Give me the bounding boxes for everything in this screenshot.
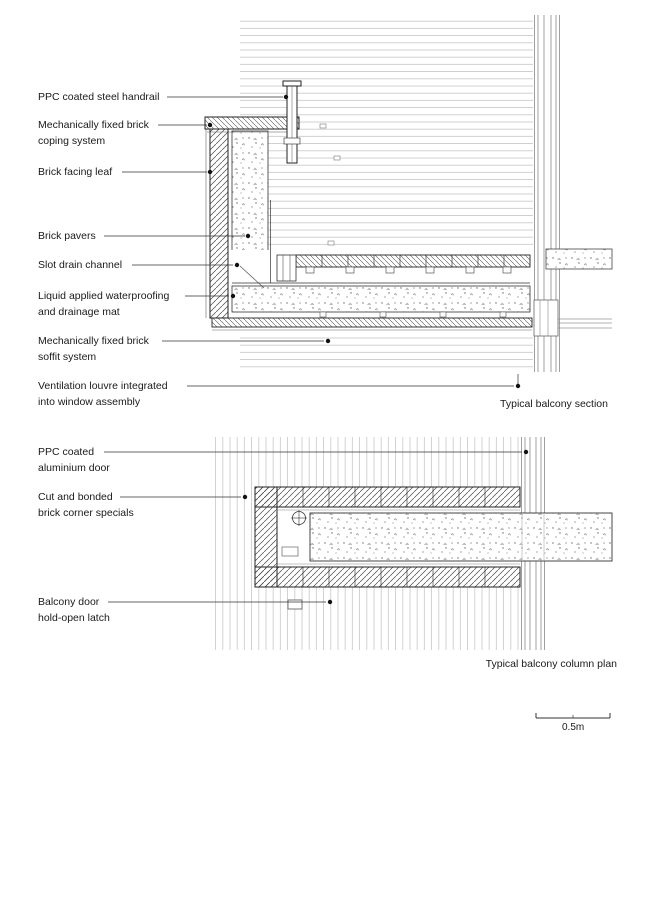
interior-floor-slab: [545, 248, 613, 270]
section-leader-lines: [104, 96, 519, 387]
concrete-column-plan: [309, 512, 613, 562]
label-corner-specials: Cut and bonded brick corner specials: [38, 491, 134, 519]
balcony-slab-assembly: [211, 200, 533, 332]
label-facing-leaf: Brick facing leaf: [38, 166, 113, 178]
label-pavers: Brick pavers: [38, 230, 96, 242]
balcony-section-drawing: [204, 15, 613, 372]
label-louvre: Ventilation louvre integrated into windo…: [38, 380, 168, 408]
label-slot-drain: Slot drain channel: [38, 259, 123, 271]
soffit-hangers: [319, 311, 507, 318]
coursing-tie-symbols: [319, 123, 341, 246]
paver-pedestals: [305, 266, 512, 274]
brick-soffit: [211, 317, 533, 328]
brick-cladding-corner: [254, 486, 278, 588]
paver-joints: [321, 255, 505, 267]
hold-open-latch-symbol: [287, 599, 303, 610]
brick-cladding-bottom: [254, 566, 521, 588]
label-coping: Mechanically fixed brick coping system: [38, 119, 149, 147]
plan-caption: Typical balcony column plan: [485, 658, 617, 670]
label-latch: Balcony door hold-open latch: [38, 596, 110, 624]
steel-handrail: [282, 80, 302, 164]
brick-facing-leaf: [209, 121, 229, 319]
plan-leader-dots: [242, 449, 529, 605]
scale-label: 0.5m: [562, 722, 585, 733]
waterproofing-fillet: [239, 265, 265, 289]
brick-coping: [204, 116, 300, 130]
balcony-slab: [231, 285, 531, 313]
window-wall-assembly: [533, 15, 613, 372]
window-head-detail: [533, 299, 559, 337]
brick-cladding-top: [254, 486, 521, 508]
parapet: [204, 80, 302, 319]
door-frame-detail: [281, 546, 299, 557]
plan-brick-joints: [302, 487, 486, 587]
pipe-symbol: [291, 510, 307, 526]
label-soffit: Mechanically fixed brick soffit system: [38, 335, 149, 363]
brick-pavers: [295, 254, 531, 268]
section-leader-dots: [207, 94, 521, 389]
section-caption: Typical balcony section: [500, 398, 608, 410]
label-door: PPC coated aluminium door: [38, 446, 110, 474]
slot-drain-channel: [276, 254, 297, 282]
label-waterproofing: Liquid applied waterproofing and drainag…: [38, 290, 170, 318]
scale-bar: [535, 713, 611, 719]
plan-leader-lines: [104, 451, 522, 603]
balcony-plan-drawing: [215, 437, 613, 650]
label-handrail: PPC coated steel handrail: [38, 91, 160, 103]
